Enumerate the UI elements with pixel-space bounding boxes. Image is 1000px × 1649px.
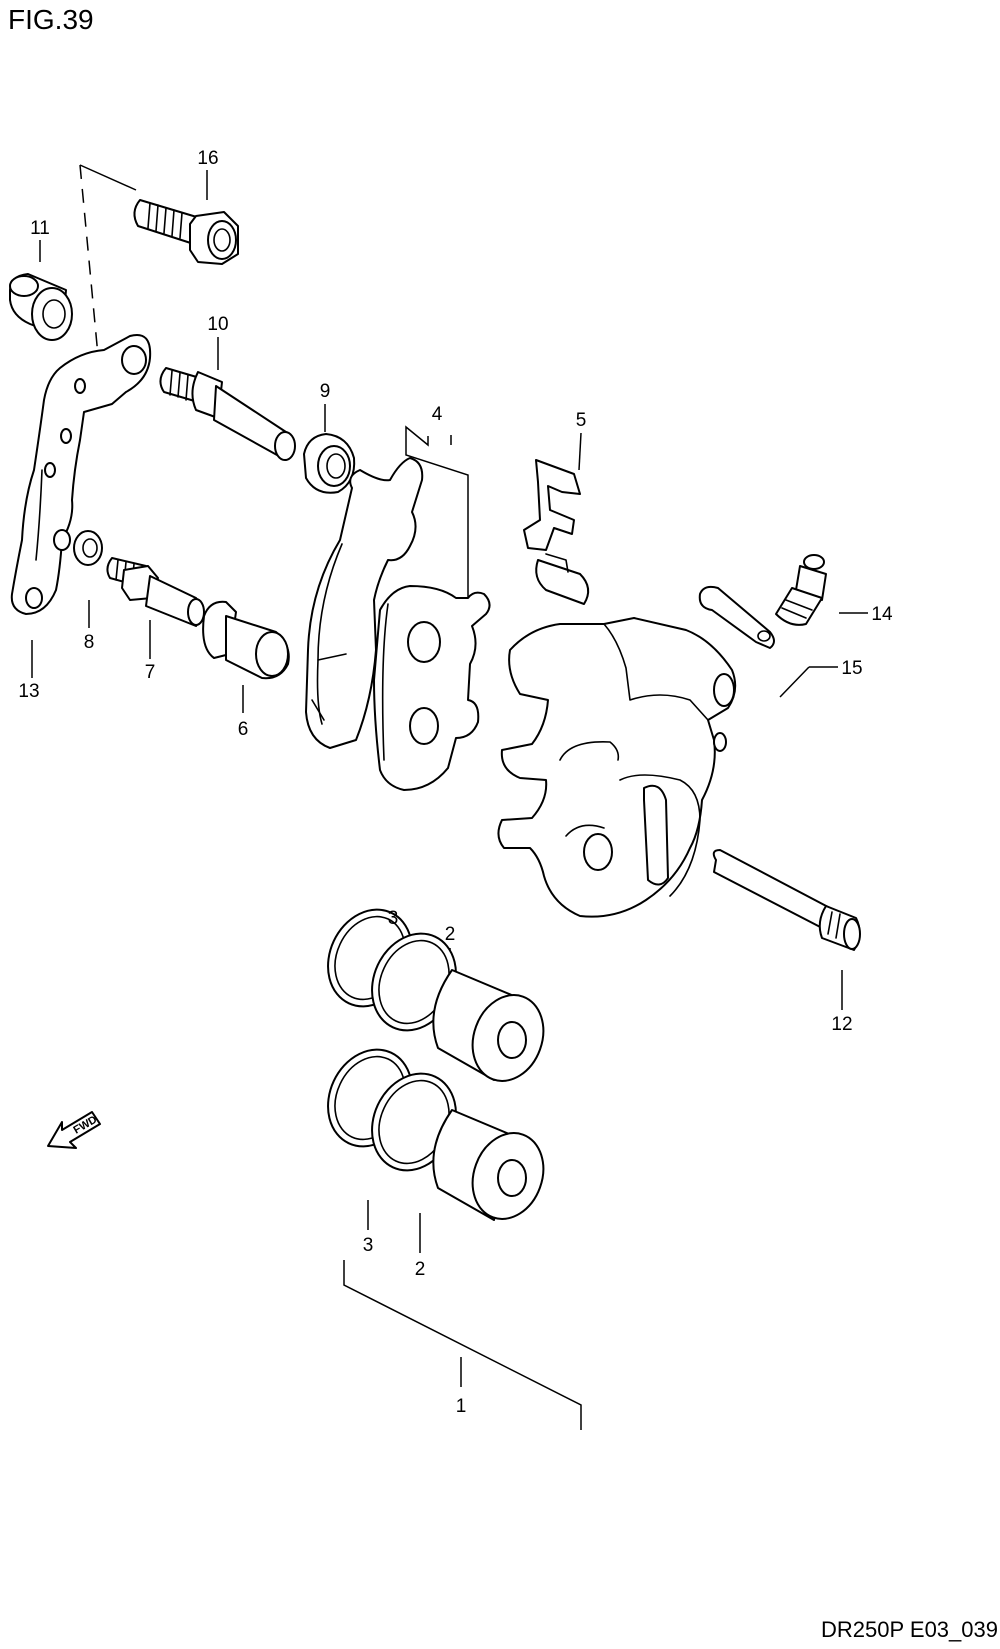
fwd-arrow-icon: FWD	[47, 1111, 101, 1149]
caliper-body	[497, 617, 737, 918]
leader-lines	[31, 164, 868, 1430]
piston-set-lower	[327, 1048, 545, 1221]
part-14-bleeder	[775, 554, 827, 626]
callout-2-upper: 2	[445, 924, 456, 945]
callout-7: 7	[145, 662, 156, 683]
part-16-bolt	[133, 199, 239, 265]
callout-15: 15	[841, 658, 862, 679]
callout-4: 4	[432, 404, 443, 425]
callout-3-lower: 3	[363, 1235, 374, 1256]
callout-1: 1	[456, 1396, 467, 1417]
callout-14: 14	[871, 604, 893, 625]
part-8-washer	[73, 530, 103, 566]
callout-9: 9	[320, 381, 331, 402]
callout-5: 5	[576, 410, 587, 431]
callout-2-lower: 2	[415, 1259, 426, 1280]
figure-title: FIG.39	[8, 4, 94, 35]
part-7-pin-bolt	[106, 557, 205, 627]
callouts: 16 11 10 9 4 5 14 15 8 7 13 6 12 3 2 3 2…	[18, 148, 893, 1417]
callout-8: 8	[84, 632, 95, 653]
callout-16: 16	[197, 148, 218, 169]
callout-12: 12	[831, 1014, 852, 1035]
part-15-bleeder-cap	[698, 585, 775, 649]
part-11-sleeve	[9, 273, 73, 341]
part-9-boot	[303, 433, 356, 494]
callout-11: 11	[30, 218, 50, 239]
callout-6: 6	[238, 719, 249, 740]
callout-13: 13	[18, 681, 39, 702]
callout-3-upper: 3	[388, 908, 399, 929]
part-12-slide-pin	[712, 849, 861, 951]
piston-set-upper	[327, 908, 545, 1082]
part-10-pin	[159, 367, 296, 461]
part-5-pad-spring	[523, 459, 590, 605]
part-13-bracket	[10, 334, 152, 615]
part-4-brake-pads	[305, 457, 491, 791]
callout-10: 10	[207, 314, 228, 335]
diagram-code: DR250P E03_039	[821, 1617, 998, 1642]
part-6-pin	[202, 600, 290, 680]
